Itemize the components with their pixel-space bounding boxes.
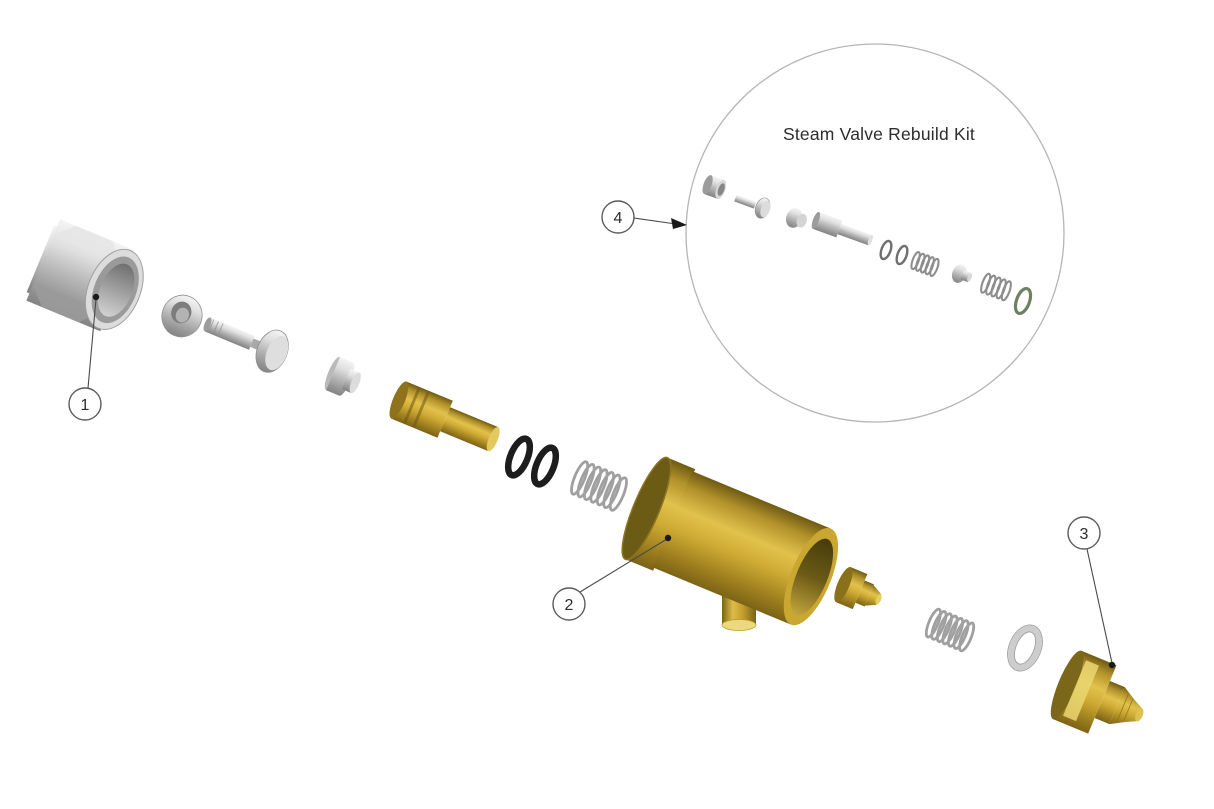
callout-2: 2	[552, 534, 672, 621]
part-o-ring-front	[504, 435, 534, 479]
callout-4-circle	[601, 200, 635, 234]
mini-seat-plug	[951, 264, 973, 283]
part-seat-plug	[834, 567, 882, 610]
part-outlet-fitting	[1050, 650, 1144, 734]
callout-3: 3	[1067, 516, 1116, 669]
part-packing-ring	[161, 294, 203, 338]
rebuild-kit-detail-bubble: Steam Valve Rebuild Kit	[685, 43, 1065, 423]
part-brass-piston-stem	[389, 381, 500, 452]
callout-1: 1	[68, 293, 102, 421]
part-valve-stem-pin	[203, 317, 289, 373]
kit-title: Steam Valve Rebuild Kit	[783, 124, 975, 144]
callout-2-circle	[552, 587, 586, 621]
callout-3-dot	[1108, 661, 1116, 669]
part-o-ring-rear	[530, 444, 560, 488]
callout-4: 4	[601, 200, 687, 234]
callout-3-circle	[1067, 516, 1101, 550]
part-hex-cap-nut	[26, 219, 144, 332]
mini-valve-pin	[734, 194, 771, 219]
callout-1-label: 1	[81, 397, 90, 414]
mini-end-o-ring	[1013, 286, 1033, 316]
mini-spring-1	[910, 251, 940, 277]
callout-2-dot	[664, 534, 672, 542]
mini-spring-2	[980, 272, 1012, 302]
callout-2-label: 2	[565, 597, 574, 614]
mini-stem-cap	[785, 208, 807, 228]
callout-4-label: 4	[614, 210, 623, 227]
callout-1-circle	[68, 387, 102, 421]
tee-main-cylinder	[621, 456, 839, 626]
part-valve-tee-body	[621, 456, 839, 631]
mini-hex-nut	[702, 175, 727, 199]
callout-3-label: 3	[1080, 526, 1089, 543]
callout-1-dot	[92, 293, 100, 301]
mini-o-ring-2	[895, 244, 909, 266]
part-washer	[1007, 624, 1043, 672]
kit-detail-circle	[685, 43, 1065, 423]
mini-piston-stem	[811, 211, 874, 246]
part-spring-rear	[924, 607, 976, 653]
mini-o-ring-1	[879, 239, 893, 261]
part-stem-cap	[324, 356, 361, 396]
callout-4-arrowhead-icon	[671, 218, 687, 229]
part-spring-front	[570, 460, 628, 512]
